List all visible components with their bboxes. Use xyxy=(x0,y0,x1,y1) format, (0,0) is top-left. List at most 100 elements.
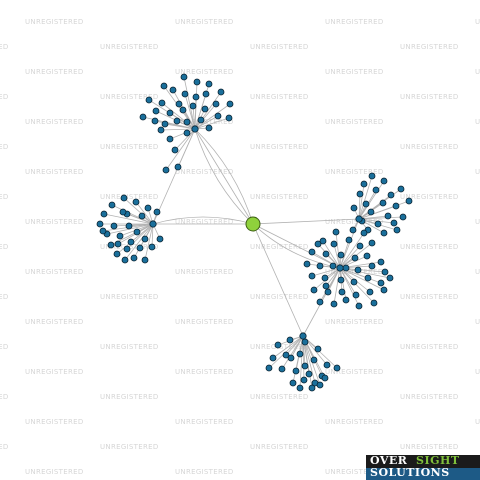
edge-B-leaf xyxy=(116,223,154,255)
watermark-text: UNREGISTERED xyxy=(25,118,84,126)
watermark-text: UNREGISTERED xyxy=(175,468,234,476)
watermark-text: UNREGISTERED xyxy=(475,318,480,326)
watermark-text: UNREGISTERED xyxy=(475,418,480,426)
leaf-node xyxy=(169,86,177,94)
leaf-node xyxy=(110,222,118,230)
leaf-node xyxy=(166,135,174,143)
leaf-node xyxy=(323,361,331,369)
leaf-node xyxy=(214,112,222,120)
edge-B-leaf xyxy=(124,223,154,261)
edge-A-leaf xyxy=(194,103,217,130)
hub-node-C xyxy=(355,215,363,223)
logo-top-band xyxy=(366,455,480,468)
watermark-text: UNREGISTERED xyxy=(400,93,459,101)
watermark-text: UNREGISTERED xyxy=(400,293,459,301)
leaf-node xyxy=(397,185,405,193)
leaf-node xyxy=(96,220,104,228)
leaf-node xyxy=(127,238,135,246)
leaf-node xyxy=(133,228,141,236)
edge-E-leaf xyxy=(272,335,304,359)
edge-E-leaf xyxy=(299,335,304,389)
leaf-node xyxy=(274,341,282,349)
leaf-node xyxy=(380,177,388,185)
leaf-node xyxy=(212,100,220,108)
leaf-node xyxy=(322,250,330,258)
edge-C-leaf xyxy=(358,193,361,220)
watermark-text: UNREGISTERED xyxy=(0,293,9,301)
edge-root-D xyxy=(252,223,341,269)
watermark-text: UNREGISTERED xyxy=(250,43,309,51)
watermark-text: UNREGISTERED xyxy=(175,318,234,326)
edge-C-leaf xyxy=(358,183,365,220)
leaf-node xyxy=(161,120,169,128)
leaf-node xyxy=(148,243,156,251)
leaf-node xyxy=(399,213,407,221)
leaf-node xyxy=(386,274,394,282)
leaf-node xyxy=(125,222,133,230)
leaf-node xyxy=(287,354,295,362)
leaf-node xyxy=(278,365,286,373)
leaf-node xyxy=(377,279,385,287)
watermark-text: UNREGISTERED xyxy=(175,418,234,426)
edge-root-E xyxy=(252,223,304,337)
leaf-node xyxy=(316,262,324,270)
watermark-text: UNREGISTERED xyxy=(475,368,480,376)
leaf-node xyxy=(139,113,147,121)
leaf-node xyxy=(338,288,346,296)
edge-A-leaf xyxy=(183,76,196,130)
watermark-text: UNREGISTERED xyxy=(0,393,9,401)
watermark-text: UNREGISTERED xyxy=(25,468,84,476)
leaf-node xyxy=(405,197,413,205)
leaf-node xyxy=(316,298,324,306)
edge-C-leaf xyxy=(358,216,404,220)
edge-A-leaf xyxy=(164,123,196,130)
watermark-text: UNREGISTERED xyxy=(475,118,480,126)
leaf-node xyxy=(305,370,313,378)
leaf-node xyxy=(132,198,140,206)
leaf-node xyxy=(202,90,210,98)
logo-text-over: OVER xyxy=(370,454,408,467)
watermark-text: UNREGISTERED xyxy=(100,43,159,51)
watermark-text: UNREGISTERED xyxy=(475,68,480,76)
hub-node-E xyxy=(299,332,307,340)
leaf-node xyxy=(130,254,138,262)
watermark-text: UNREGISTERED xyxy=(25,18,84,26)
leaf-node xyxy=(368,239,376,247)
leaf-node xyxy=(368,172,376,180)
watermark-text: UNREGISTERED xyxy=(325,168,384,176)
leaf-node xyxy=(303,260,311,268)
leaf-node xyxy=(136,244,144,252)
leaf-node xyxy=(265,364,273,372)
edge-D-leaf xyxy=(339,267,375,304)
leaf-node xyxy=(310,356,318,364)
leaf-node xyxy=(121,256,129,264)
leaf-node xyxy=(181,90,189,98)
edge-B-leaf xyxy=(123,197,154,225)
leaf-node xyxy=(360,229,368,237)
watermark-text: UNREGISTERED xyxy=(100,393,159,401)
watermark-text: UNREGISTERED xyxy=(100,93,159,101)
watermark-text: UNREGISTERED xyxy=(325,218,384,226)
leaf-node xyxy=(292,367,300,375)
watermark-text: UNREGISTERED xyxy=(25,68,84,76)
leaf-node xyxy=(141,256,149,264)
edge-D-leaf xyxy=(333,243,341,269)
edge-B-leaf xyxy=(103,213,154,225)
leaf-node xyxy=(171,146,179,154)
leaf-node xyxy=(310,286,318,294)
leaf-node xyxy=(123,245,131,253)
leaf-node xyxy=(153,208,161,216)
leaf-node xyxy=(372,186,380,194)
watermark-text: UNREGISTERED xyxy=(175,68,234,76)
leaf-node xyxy=(107,241,115,249)
watermark-text: UNREGISTERED xyxy=(325,318,384,326)
leaf-node xyxy=(356,190,364,198)
leaf-node xyxy=(384,212,392,220)
watermark-text: UNREGISTERED xyxy=(325,368,384,376)
leaf-node xyxy=(192,93,200,101)
edge-A-leaf xyxy=(194,96,197,130)
watermark-text: UNREGISTERED xyxy=(175,368,234,376)
oversight-solutions-logo: OVER SIGHT SOLUTIONS xyxy=(366,455,480,480)
nodes-group xyxy=(96,73,413,392)
leaf-node xyxy=(308,272,316,280)
